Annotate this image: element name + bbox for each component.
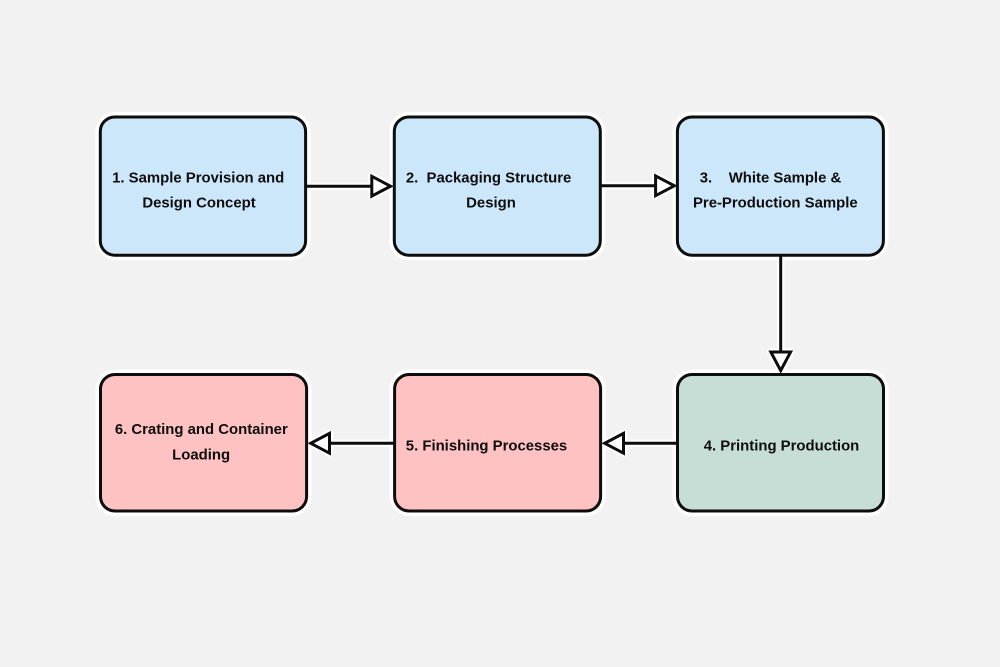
svg-text:4. Printing Production: 4. Printing Production (704, 439, 860, 455)
svg-text:5. Finishing Processes: 5. Finishing Processes (406, 439, 567, 455)
svg-text:Pre-Production Sample: Pre-Production Sample (693, 196, 858, 212)
svg-text:2. Packaging Structure: 2. Packaging Structure (406, 170, 572, 186)
svg-text:Design Concept: Design Concept (142, 196, 255, 212)
svg-text:3. White Sample &: 3. White Sample & (700, 170, 842, 186)
svg-text:1. Sample Provision and: 1. Sample Provision and (112, 170, 284, 186)
svg-text:Loading: Loading (172, 448, 230, 464)
svg-text:6. Crating and Container: 6. Crating and Container (115, 422, 288, 438)
svg-text:Design: Design (466, 196, 516, 212)
